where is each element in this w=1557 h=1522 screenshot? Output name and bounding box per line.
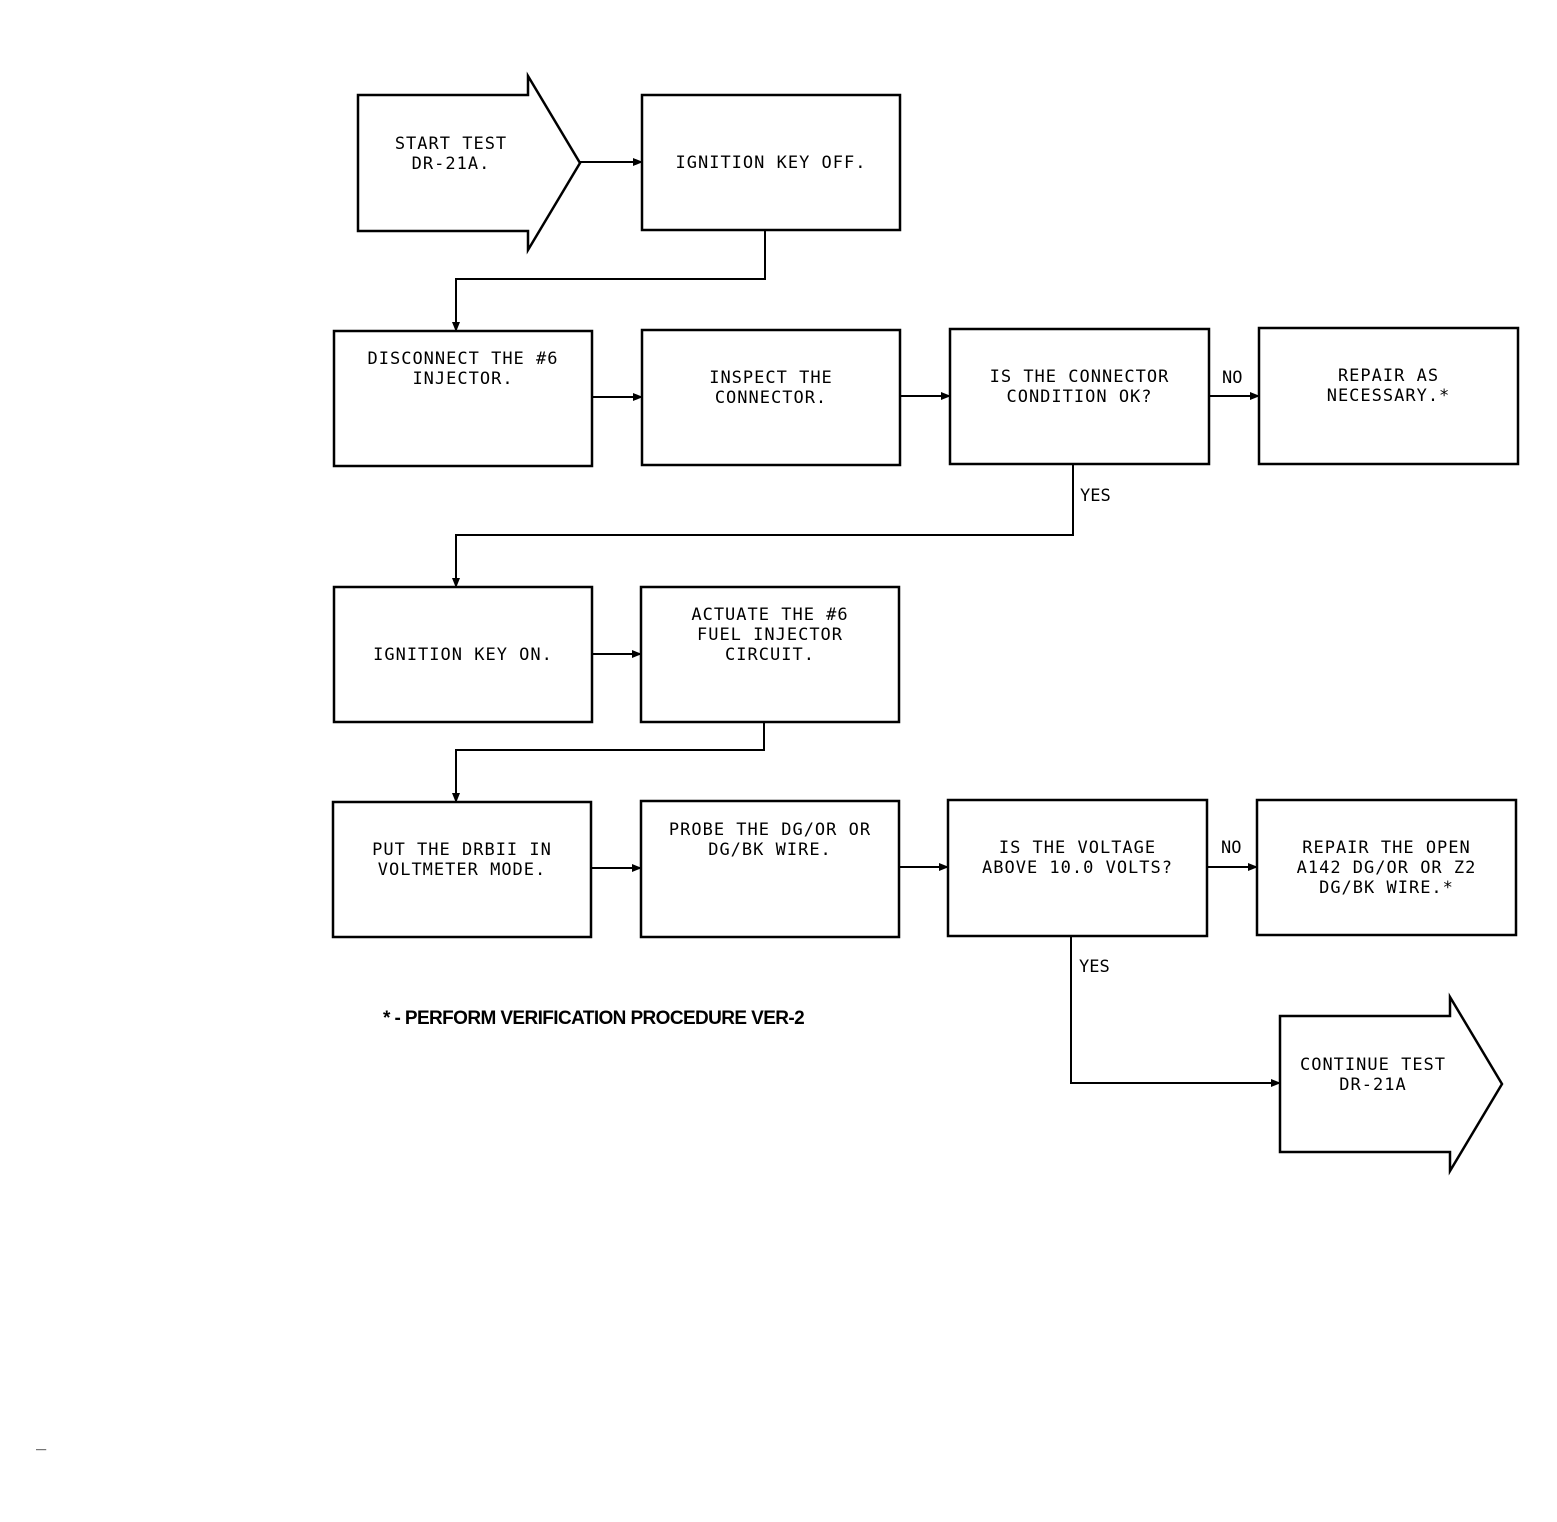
node-ign-off: IGNITION KEY OFF.: [640, 93, 902, 232]
node-inspect-text-line: INSPECT THE: [709, 368, 833, 388]
node-actuate-text-line: CIRCUIT.: [725, 645, 815, 665]
node-drbii-text-line: PUT THE DRBII IN: [372, 840, 552, 860]
edge-label-no: NO: [1221, 838, 1241, 858]
node-repair-2-text-line: A142 DG/OR OR Z2: [1297, 858, 1477, 878]
node-disconnect-text-line: DISCONNECT THE #6: [368, 349, 559, 369]
node-ign-on-box: [332, 585, 594, 724]
node-repair-2-text-line: DG/BK WIRE.*: [1319, 878, 1454, 898]
edge-q-voltage-to-continue: [1070, 936, 1281, 1087]
node-q-voltage-text-line: ABOVE 10.0 VOLTS?: [982, 858, 1173, 878]
edge-q-connector-to-ign-on: [452, 464, 1074, 588]
node-q-voltage-box: [946, 798, 1209, 938]
node-actuate-text-line: FUEL INJECTOR: [697, 625, 843, 645]
node-disconnect-box: [332, 329, 594, 468]
node-continue-text-line: DR-21A: [1339, 1075, 1406, 1095]
node-continue-text-line: CONTINUE TEST: [1300, 1055, 1446, 1075]
node-q-voltage-text-line: IS THE VOLTAGE: [999, 838, 1156, 858]
node-q-connector-box: [948, 327, 1211, 466]
node-start-arrow-shape: [356, 71, 582, 255]
node-repair-1-text-line: REPAIR AS: [1338, 366, 1439, 386]
node-ign-on: IGNITION KEY ON.: [332, 585, 594, 724]
node-inspect-box: [640, 328, 902, 467]
node-ign-off-box: [640, 93, 902, 232]
node-q-connector-text-line: CONDITION OK?: [1006, 387, 1152, 407]
node-start-text-line: START TEST: [395, 134, 507, 154]
footnote-verification: * - PERFORM VERIFICATION PROCEDURE VER-2: [383, 1008, 804, 1029]
edge-ign-off-to-disconnect: [452, 230, 766, 332]
node-ign-on-text-line: IGNITION KEY ON.: [373, 645, 553, 665]
node-ign-off-text-line: IGNITION KEY OFF.: [676, 153, 867, 173]
node-drbii-text-line: VOLTMETER MODE.: [378, 860, 547, 880]
node-q-connector-text-line: IS THE CONNECTOR: [990, 367, 1170, 387]
node-repair-1-text-line: NECESSARY.*: [1327, 386, 1451, 406]
node-drbii-box: [331, 800, 593, 939]
edge-actuate-to-drbii: [452, 722, 765, 803]
node-probe-text-line: DG/BK WIRE.: [708, 840, 832, 860]
node-actuate-text-line: ACTUATE THE #6: [691, 605, 848, 625]
node-disconnect-text-line: INJECTOR.: [412, 369, 513, 389]
node-probe-box: [639, 799, 901, 939]
node-repair-1-box: [1257, 326, 1520, 466]
node-continue-arrow-shape: [1278, 992, 1504, 1176]
edge-label-yes: YES: [1080, 486, 1111, 506]
node-repair-2-box: [1255, 798, 1518, 937]
edge-label-no: NO: [1222, 368, 1242, 388]
node-actuate-box: [639, 585, 901, 724]
node-start-text-line: DR-21A.: [412, 154, 491, 174]
node-probe-text-line: PROBE THE DG/OR OR: [669, 820, 871, 840]
connectors: NO YES NO YES: [452, 158, 1281, 1087]
node-repair-2-text-line: REPAIR THE OPEN: [1302, 838, 1471, 858]
corner-mark: _: [36, 1431, 47, 1451]
edge-label-yes: YES: [1079, 957, 1110, 977]
node-inspect-text-line: CONNECTOR.: [715, 388, 827, 408]
